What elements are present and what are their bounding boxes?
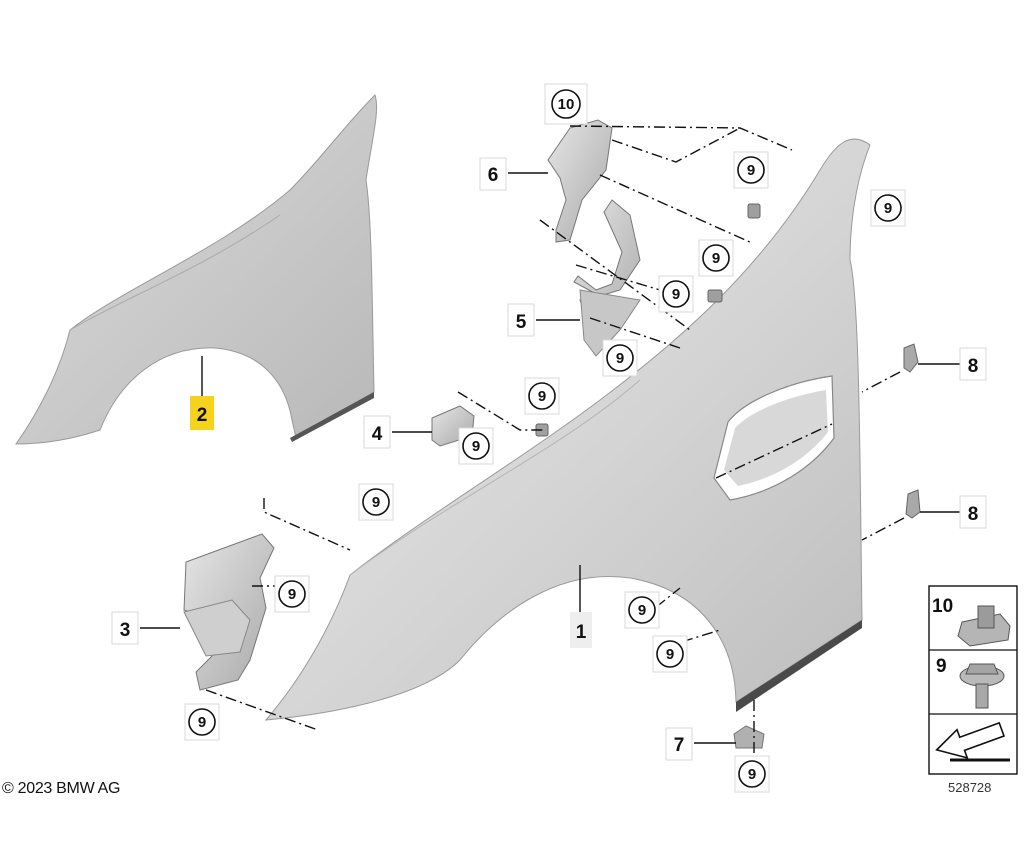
clip-8-upper	[903, 343, 919, 373]
callout-5: 5	[507, 303, 535, 337]
callout-2: 2	[190, 396, 214, 430]
circle-callout-9-label: 9	[638, 602, 646, 619]
circle-callout-9-label: 9	[747, 162, 755, 179]
callout-5-label: 5	[516, 312, 527, 333]
circle-callout-9: 9	[524, 377, 560, 415]
callout-8-lower: 8	[959, 495, 987, 529]
circle-callout-9-label: 9	[372, 494, 380, 511]
direction-arrow-icon	[935, 721, 1010, 762]
callout-8-upper-label: 8	[968, 356, 979, 377]
circle-callout-9: 9	[184, 703, 220, 741]
circle-callout-9-label: 9	[666, 646, 674, 663]
clip-nut-icon	[957, 605, 1011, 647]
copyright-text: © 2023 BMW AG	[2, 780, 121, 797]
callout-7: 7	[665, 727, 693, 761]
callout-4-label: 4	[372, 424, 383, 445]
circle-callout-9: 9	[358, 483, 394, 521]
leader-lines	[140, 172, 960, 744]
bracket-3	[183, 533, 275, 691]
circle-callout-9-label: 9	[748, 766, 756, 783]
fender-large	[264, 138, 871, 721]
circle-callout-9: 9	[733, 151, 769, 189]
bracket-7	[733, 725, 765, 749]
callout-6: 6	[479, 157, 507, 191]
circle-callout-9: 9	[624, 591, 660, 629]
legend-box: 10 9	[928, 585, 1018, 775]
callout-4: 4	[363, 415, 391, 449]
circle-callout-9: 9	[274, 575, 310, 613]
bracket-6	[547, 119, 613, 243]
circle-callout-10-top: 10	[544, 83, 588, 125]
circle-callout-9-label: 9	[288, 586, 296, 603]
circle-callout-9-label: 9	[616, 350, 624, 367]
callout-7-label: 7	[674, 735, 685, 756]
callout-3-label: 3	[120, 620, 131, 641]
callout-3: 3	[111, 611, 139, 645]
circle-callout-9-label: 9	[538, 388, 546, 405]
bracket-5	[573, 199, 641, 357]
fender-small	[15, 94, 378, 445]
circle-callout-9-label: 9	[884, 200, 892, 217]
circle-callout-9: 9	[658, 275, 694, 313]
clip-8-lower	[905, 489, 921, 519]
circle-callout-9-label: 9	[712, 250, 720, 267]
drawing-number: 528728	[948, 780, 992, 795]
circle-callout-9-label: 9	[472, 438, 480, 455]
circle-callout-10-top-label: 10	[558, 96, 575, 113]
hex-bolt-icon	[959, 663, 1005, 709]
legend-number-10: 10	[932, 596, 953, 617]
circle-callout-9: 9	[652, 635, 688, 673]
circle-callout-9: 9	[698, 239, 734, 277]
circle-callout-9: 9	[458, 427, 494, 465]
circle-callout-9: 9	[602, 339, 638, 377]
callout-1: 1	[570, 612, 592, 648]
callout-8-lower-label: 8	[968, 504, 979, 525]
callout-2-label: 2	[197, 405, 208, 426]
circle-callout-9: 9	[870, 189, 906, 227]
legend-number-9: 9	[936, 656, 947, 677]
circle-callout-9-label: 9	[198, 714, 206, 731]
callout-1-label: 1	[576, 622, 587, 643]
circle-callout-9: 9	[734, 755, 770, 793]
circle-callout-9-label: 9	[672, 286, 680, 303]
callout-6-label: 6	[488, 165, 499, 186]
callout-8-upper: 8	[959, 347, 987, 381]
